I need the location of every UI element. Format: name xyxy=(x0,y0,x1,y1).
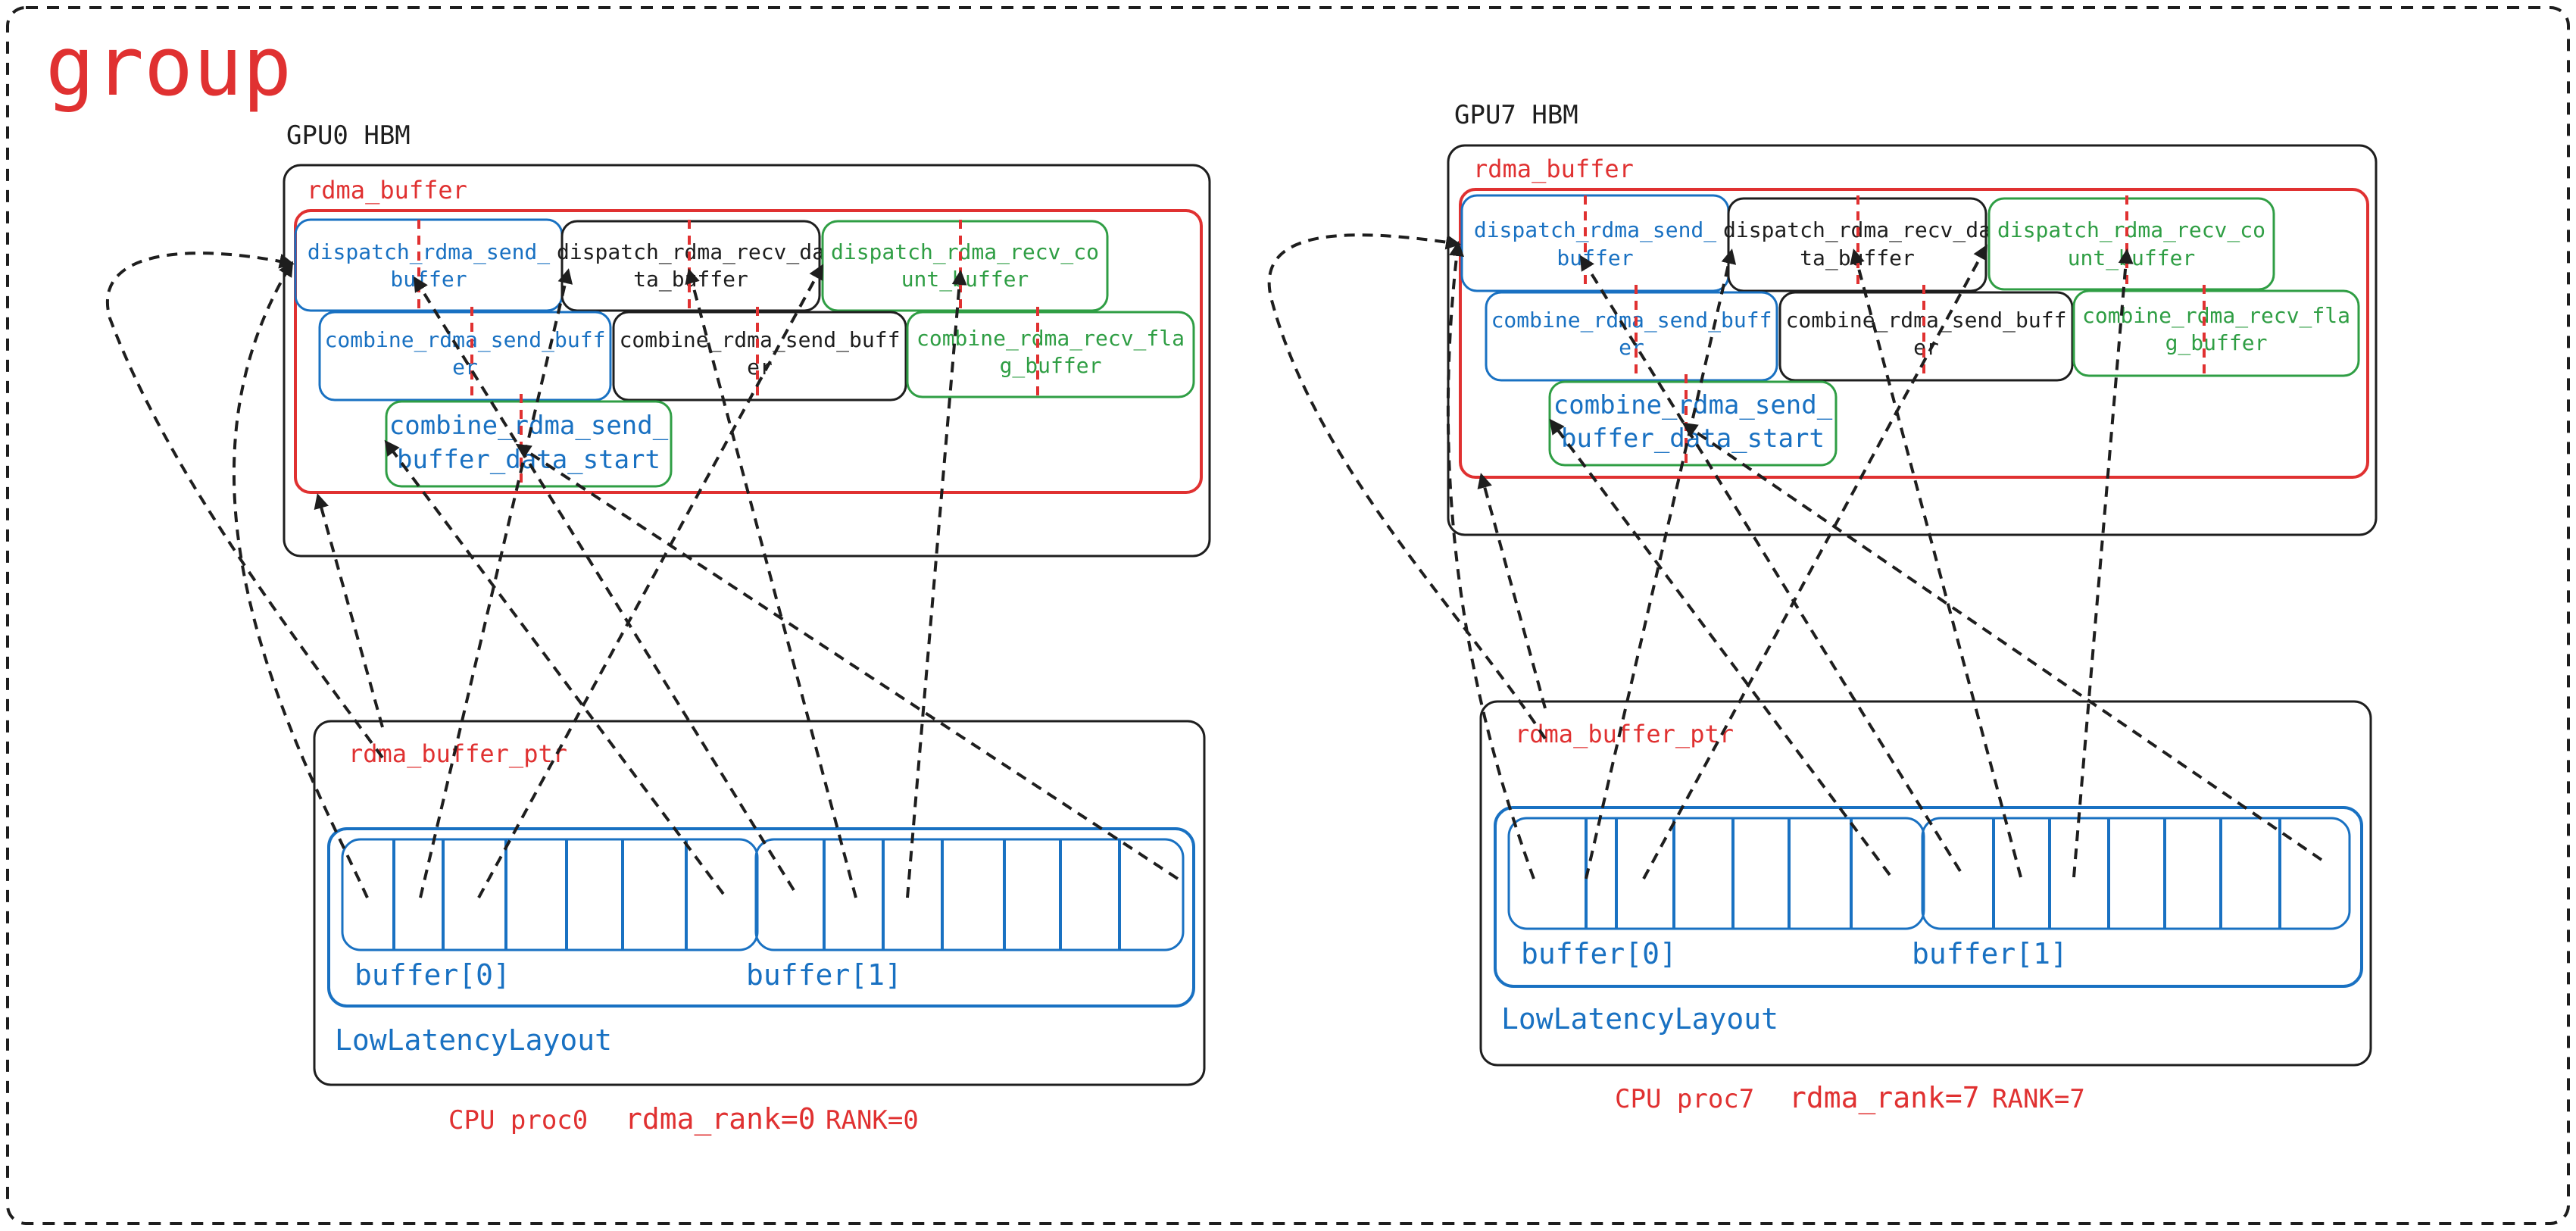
gpu0-cell-dispatch-rdma-recv-data-buffer: dispatch_rdma_recv_da ta_buffer xyxy=(557,220,825,312)
gpu7-hbm-box xyxy=(1447,144,2378,536)
gpu7-layout-label: LowLatencyLayout xyxy=(1501,1002,1778,1036)
cell-line: unt_buffer xyxy=(901,267,1029,292)
gpu0-cell-combine-rdma-send-buffer-2: combine_rdma_send_buff er xyxy=(612,307,907,401)
gpu7-hbm-label: GPU7 HBM xyxy=(1454,100,1578,130)
gpu7-rdma-buffer-box xyxy=(1459,188,2369,479)
cell-line: combine_rdma_send_buff xyxy=(325,327,606,353)
gpu7-buffer1-label: buffer[1] xyxy=(1912,937,2068,970)
cell-line: dispatch_rdma_send_ xyxy=(308,239,550,265)
gpu7-ptr-label: rdma_buffer_ptr xyxy=(1515,720,1734,748)
cell-line: combine_rdma_send_buff xyxy=(620,327,901,353)
gpu0-buffer1-label: buffer[1] xyxy=(746,958,902,992)
gpu0-node: GPU0 HBM rdma_buffer dispatch_rdma_send_… xyxy=(106,120,1211,1136)
cell-line: combine_rdma_recv_fla xyxy=(916,326,1185,351)
gpu0-rank-label: RANK=0 xyxy=(826,1105,919,1136)
cell-line: buffer_data_start xyxy=(397,445,660,475)
gpu0-cpu-caption: CPU proc0 rdma_rank=0 RANK=0 xyxy=(448,1102,919,1136)
gpu7-node: GPU7 HBM rdma_buffer dispatch_rdma_send_… xyxy=(1267,100,2378,1115)
cell-line: combine_rdma_recv_fla xyxy=(2082,303,2350,329)
cell-line: combine_rdma_send_buff xyxy=(1491,308,1772,333)
cell-line: dispatch_rdma_recv_co xyxy=(831,239,1099,265)
group-title: group xyxy=(45,20,292,114)
gpu0-buffer1-box xyxy=(754,838,1185,951)
gpu0-slot-dividers xyxy=(392,839,1121,950)
gpu0-hbm-label: GPU0 HBM xyxy=(286,120,411,151)
cell-line: buffer xyxy=(390,267,467,292)
cell-line: g_buffer xyxy=(1000,353,1102,379)
cell-line: dispatch_rdma_send_ xyxy=(1474,217,1716,243)
gpu7-slot-dividers xyxy=(1585,818,2281,929)
gpu0-low-latency-layout-box xyxy=(327,827,1195,1008)
gpu7-rdma-rank-label: rdma_rank=7 xyxy=(1789,1081,1980,1115)
gpu0-cell-combine-rdma-send-buffer: combine_rdma_send_buff er xyxy=(318,307,612,401)
gpu7-buffer0-box xyxy=(1507,817,1925,930)
gpu7-low-latency-layout-box xyxy=(1494,806,2363,988)
gpu7-buffer1-box xyxy=(1921,817,2351,930)
gpu7-arrows xyxy=(1267,233,2323,880)
gpu0-rdma-buffer-label: rdma_buffer xyxy=(307,176,467,205)
cell-line: er xyxy=(1913,335,1939,360)
gpu7-buffer0-label: buffer[0] xyxy=(1521,937,1677,970)
cell-line: buffer_data_start xyxy=(1561,423,1825,454)
group-frame xyxy=(6,6,2570,1225)
gpu0-arrows xyxy=(106,252,1179,898)
gpu7-cell-combine-rdma-send-buffer-2: combine_rdma_send_buff er xyxy=(1778,285,2074,382)
gpu0-rdma-rank-label: rdma_rank=0 xyxy=(625,1102,816,1136)
gpu0-buffer0-box xyxy=(341,838,759,951)
gpu7-cell-dispatch-rdma-send-buffer: dispatch_rdma_send_ buffer xyxy=(1460,194,1730,292)
gpu7-cpu-caption: CPU proc7 rdma_rank=7 RANK=7 xyxy=(1615,1081,2085,1115)
gpu7-cell-combine-rdma-send-buffer: combine_rdma_send_buff er xyxy=(1485,285,1778,382)
gpu7-rank-label: RANK=7 xyxy=(1992,1084,2085,1114)
gpu7-cpu-box xyxy=(1479,700,2372,1067)
gpu0-cell-combine-rdma-send-buffer-data-start: combine_rdma_send_ buffer_data_start xyxy=(385,394,673,488)
cell-line: unt_buffer xyxy=(2068,245,2196,271)
gpu0-cell-combine-rdma-recv-flag-buffer: combine_rdma_recv_fla g_buffer xyxy=(906,307,1195,400)
cell-line: combine_rdma_send_buff xyxy=(1786,308,2067,333)
gpu7-rdma-buffer-label: rdma_buffer xyxy=(1473,155,1634,183)
gpu7-cpu-label: CPU proc7 xyxy=(1615,1084,1754,1114)
gpu0-cell-dispatch-rdma-send-buffer: dispatch_rdma_send_ buffer xyxy=(294,218,564,312)
cell-line: g_buffer xyxy=(2165,330,2268,356)
gpu0-cell-dispatch-rdma-recv-count-buffer: dispatch_rdma_recv_co unt_buffer xyxy=(821,220,1109,312)
gpu0-buffer0-label: buffer[0] xyxy=(354,958,511,992)
gpu0-layout-label: LowLatencyLayout xyxy=(335,1023,612,1057)
gpu0-cpu-box xyxy=(313,720,1206,1086)
gpu0-cpu-label: CPU proc0 xyxy=(448,1105,588,1136)
cell-line: buffer xyxy=(1557,245,1633,270)
gpu7-cell-dispatch-rdma-recv-data-buffer: dispatch_rdma_recv_da ta_buffer xyxy=(1723,195,1991,292)
gpu7-cell-combine-rdma-recv-flag-buffer: combine_rdma_recv_fla g_buffer xyxy=(2072,285,2360,380)
gpu7-cell-dispatch-rdma-recv-count-buffer: dispatch_rdma_recv_co unt_buffer xyxy=(1987,195,2275,291)
gpu0-ptr-label: rdma_buffer_ptr xyxy=(348,739,567,768)
cell-line: dispatch_rdma_recv_co xyxy=(1997,217,2265,243)
gpu0-hbm-box xyxy=(283,164,1211,558)
gpu7-cell-combine-rdma-send-buffer-data-start: combine_rdma_send_ buffer_data_start xyxy=(1548,374,1838,467)
